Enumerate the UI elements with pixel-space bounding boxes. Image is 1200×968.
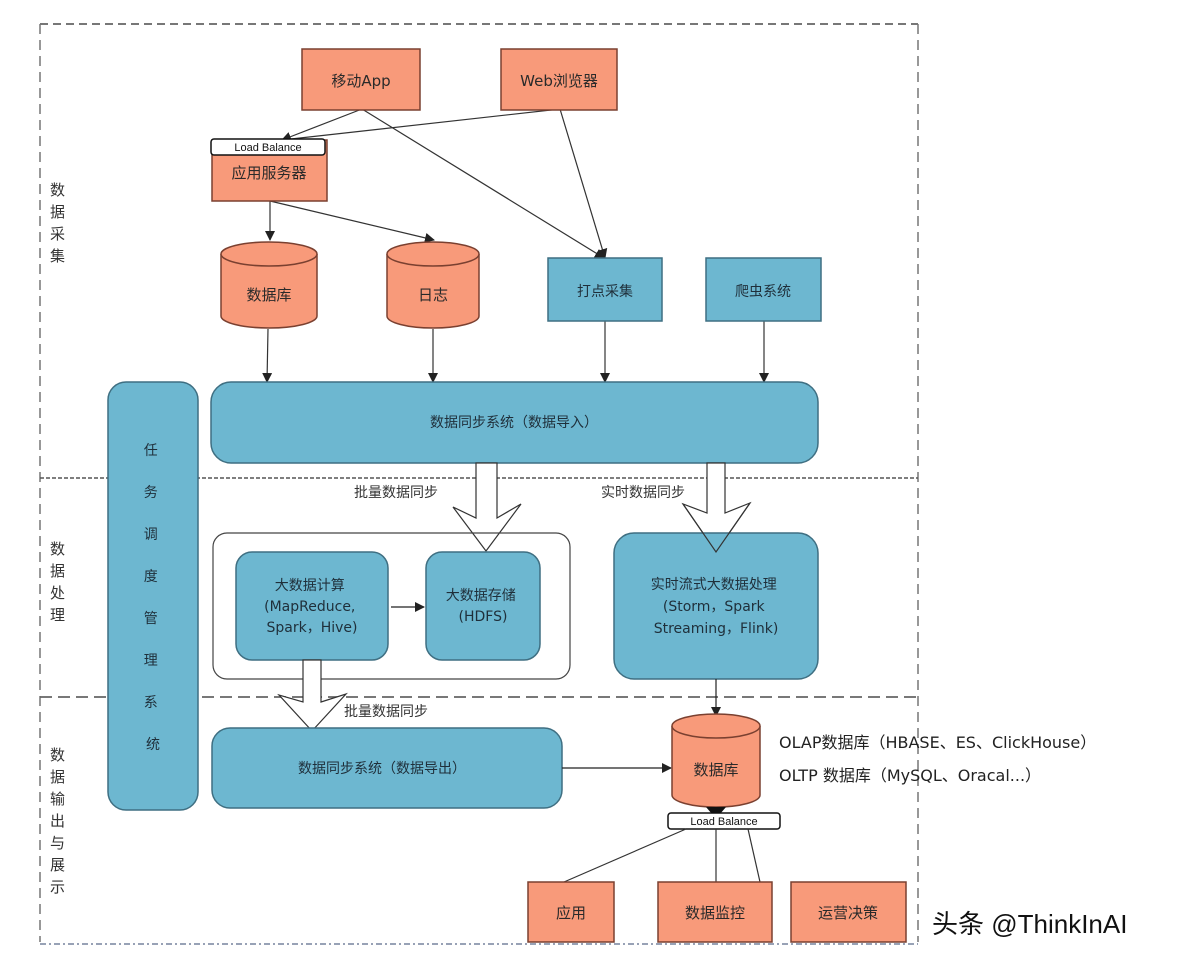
olap-note: OLAP数据库（HBASE、ES、ClickHouse）	[779, 733, 1096, 752]
collection-connectors	[262, 108, 769, 383]
consumer-app-node[interactable]: 应用	[527, 881, 615, 943]
web-browser-node[interactable]: Web浏览器	[500, 48, 618, 111]
sync-export-node[interactable]: 数据同步系统（数据导出）	[211, 727, 563, 809]
web-browser-label: Web浏览器	[520, 72, 598, 90]
sync-import-node[interactable]: 数据同步系统（数据导入）	[210, 381, 819, 464]
consumer-decision-label: 运营决策	[818, 904, 878, 922]
log-node[interactable]: 日志	[386, 241, 480, 329]
consumer-monitoring-node[interactable]: 数据监控	[657, 881, 773, 943]
section-label-processing: 数 据 处 理	[50, 540, 70, 624]
load-balance-badge-bottom: Load Balance	[667, 812, 781, 830]
load-balance-label-bottom: Load Balance	[690, 816, 757, 828]
load-balance-badge-top: Load Balance	[210, 138, 326, 156]
section-label-output: 数 据 输 出 与 展 示	[50, 746, 70, 896]
mobile-app-node[interactable]: 移动App	[301, 48, 421, 111]
crawler-node[interactable]: 爬虫系统	[705, 257, 822, 322]
stream-processing-label: 实时流式大数据处理 (Storm，Spark Streaming，Flink)	[651, 577, 781, 637]
section-label-collection: 数 据 采 集	[50, 181, 70, 265]
task-scheduler-label: 任 务 调 度 管 理 系 统	[144, 443, 162, 753]
export-batch-sync-label: 批量数据同步	[344, 704, 428, 720]
big-data-compute-label: 大数据计算 (MapReduce, Spark，Hive)	[264, 578, 360, 636]
tracking-node[interactable]: 打点采集	[547, 257, 663, 322]
sync-import-label: 数据同步系统（数据导入）	[430, 415, 598, 431]
batch-processing-group	[212, 532, 571, 680]
mobile-app-label: 移动App	[331, 72, 390, 90]
batch-sync-hollow-arrow	[452, 462, 522, 553]
outer-frame	[39, 23, 919, 945]
big-data-storage-node[interactable]: 大数据存储 (HDFS)	[425, 551, 541, 661]
oltp-note: OLTP 数据库（MySQL、Oracal...）	[779, 766, 1041, 785]
stream-processing-node[interactable]: 实时流式大数据处理 (Storm，Spark Streaming，Flink)	[613, 532, 819, 680]
app-server-label: 应用服务器	[231, 164, 306, 182]
realtime-sync-label: 实时数据同步	[601, 485, 685, 501]
load-balance-label-top: Load Balance	[234, 142, 301, 154]
crawler-label: 爬虫系统	[735, 284, 791, 300]
consumer-monitoring-label: 数据监控	[685, 904, 745, 922]
log-label: 日志	[418, 286, 448, 304]
output-database-node[interactable]: 数据库	[671, 713, 761, 808]
batch-sync-label: 批量数据同步	[354, 485, 438, 501]
watermark: 头条 @ThinkInAI	[932, 909, 1127, 939]
sync-export-label: 数据同步系统（数据导出）	[298, 761, 466, 777]
consumer-connectors	[563, 828, 761, 883]
export-batch-hollow-arrow	[277, 659, 348, 732]
big-data-compute-node[interactable]: 大数据计算 (MapReduce, Spark，Hive)	[235, 551, 389, 661]
source-database-node[interactable]: 数据库	[220, 241, 318, 329]
big-data-storage-label: 大数据存储 (HDFS)	[446, 588, 520, 625]
task-scheduler-node[interactable]: 任 务 调 度 管 理 系 统	[107, 381, 199, 811]
realtime-sync-hollow-arrow-overlay	[682, 502, 751, 554]
tracking-label: 打点采集	[577, 283, 633, 300]
consumer-decision-node[interactable]: 运营决策	[790, 881, 907, 943]
consumer-app-label: 应用	[556, 904, 586, 922]
source-database-label: 数据库	[246, 286, 291, 304]
output-database-label: 数据库	[693, 761, 738, 779]
